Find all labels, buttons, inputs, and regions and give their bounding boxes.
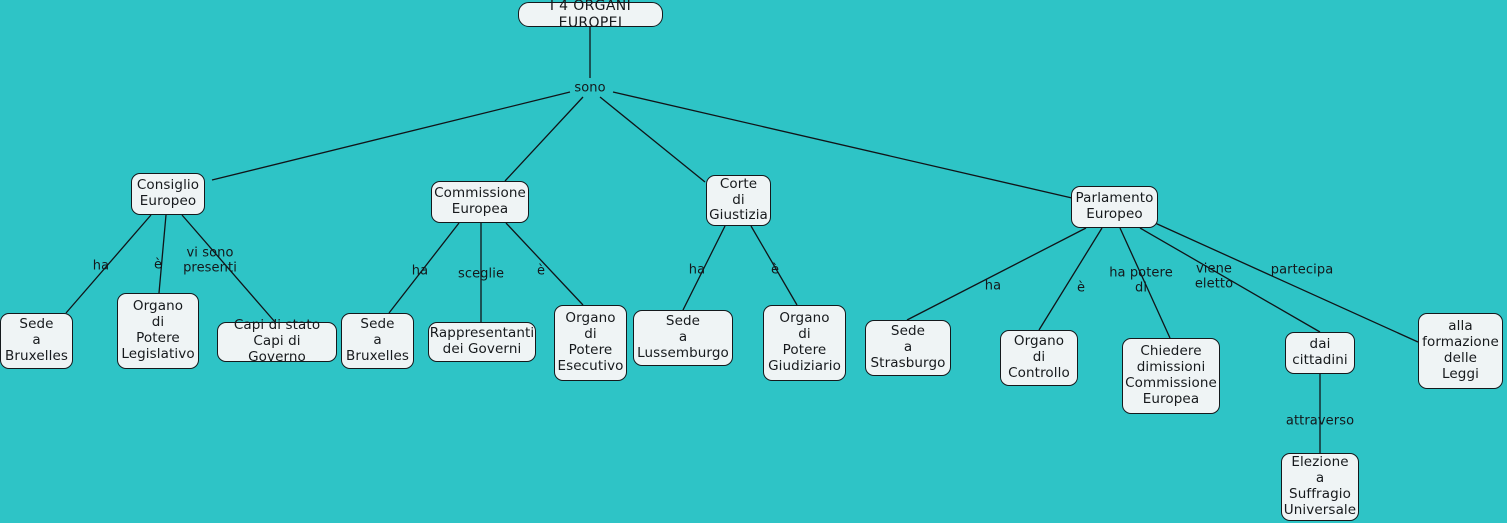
node-organo-giudiz[interactable]: Organo di Potere Giudiziario — [763, 305, 846, 381]
node-parlamento[interactable]: Parlamento Europeo — [1071, 186, 1158, 228]
edge-sono-to-commissione — [504, 96, 584, 182]
edge-sono-to-parlamento — [612, 91, 1073, 199]
edge-parlamento-to-dai-cittadini — [1139, 227, 1321, 333]
node-consiglio[interactable]: Consiglio Europeo — [131, 173, 205, 215]
node-root[interactable]: I 4 ORGANI EUROPEI — [518, 0, 663, 31]
node-alla-formazione[interactable]: alla formazione delle Leggi — [1418, 313, 1503, 389]
node-organo-esec[interactable]: Organo di Potere Esecutivo — [554, 305, 627, 381]
edge-consiglio-to-organo-legisl — [158, 214, 167, 294]
edge-parlamento-to-sede-strasburgo — [906, 227, 1087, 321]
node-rappresentanti[interactable]: Rappresentanti dei Governi — [428, 322, 536, 362]
edge-commissione-to-sede-bruxelles-2 — [388, 222, 460, 314]
node-chiedere-dim[interactable]: Chiedere dimissioni Commissione Europea — [1122, 338, 1220, 414]
node-sede-lussemburgo[interactable]: Sede a Lussemburgo — [633, 310, 733, 366]
node-dai-cittadini[interactable]: dai cittadini — [1285, 332, 1355, 374]
node-organo-controllo[interactable]: Organo di Controllo — [1000, 330, 1078, 386]
edge-parlamento-to-alla-formazione — [1154, 222, 1419, 343]
edge-corte-to-sede-lussemburgo — [682, 225, 726, 311]
node-sede-bruxelles-1[interactable]: Sede a Bruxelles — [0, 313, 73, 369]
edge-corte-to-organo-giudiz — [750, 225, 798, 306]
edge-consiglio-to-sede-bruxelles-1 — [65, 214, 152, 314]
node-sede-bruxelles-2[interactable]: Sede a Bruxelles — [341, 313, 414, 369]
node-commissione[interactable]: Commissione Europea — [431, 181, 529, 223]
edge-commissione-to-organo-esec — [505, 222, 584, 306]
edge-parlamento-to-organo-controllo — [1038, 227, 1103, 331]
node-sede-strasburgo[interactable]: Sede a Strasburgo — [865, 320, 951, 376]
node-capi-stato[interactable]: Capi di stato Capi di Governo — [217, 317, 337, 365]
edge-sono-to-consiglio — [211, 91, 571, 181]
node-elezione[interactable]: Elezione a Suffragio Universale — [1281, 453, 1359, 521]
node-corte[interactable]: Corte di Giustizia — [706, 175, 771, 226]
edge-sono-to-corte — [599, 96, 706, 183]
edge-parlamento-to-chiedere-dim — [1119, 227, 1171, 339]
node-organo-legisl[interactable]: Organo di Potere Legislativo — [117, 293, 199, 369]
edge-consiglio-to-capi-stato — [181, 214, 276, 323]
